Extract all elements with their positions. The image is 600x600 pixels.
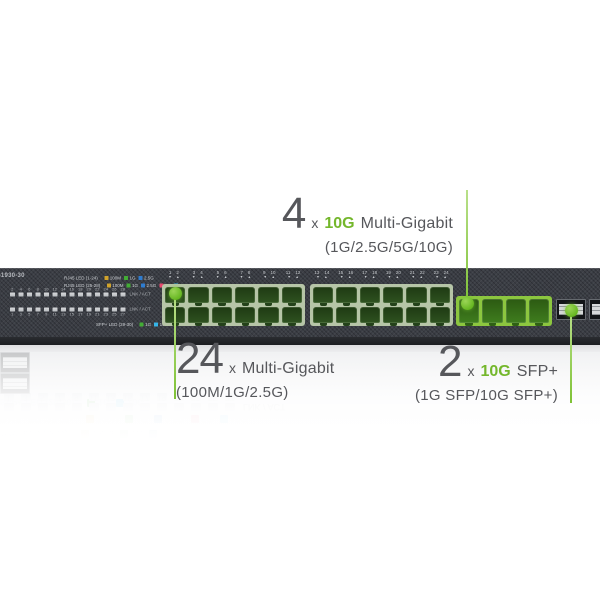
annotation-times: x bbox=[228, 360, 236, 376]
annotation-speeds-detail: (1G/2.5G/5G/10G) bbox=[324, 239, 453, 256]
callout-dot-sfp-29 bbox=[565, 304, 578, 317]
annotation-times: x bbox=[311, 215, 319, 231]
annotation-count: 24 bbox=[176, 334, 224, 383]
sfp-led-legend: SFP+ LED (29-30)1G10G bbox=[96, 322, 168, 327]
annotation-speeds-detail: (1G SFP/10G SFP+) bbox=[414, 387, 558, 404]
rj45-block-1-12 bbox=[162, 284, 305, 326]
annotation-2-sfp-plus: 2 x 10G SFP+ (1G SFP/10G SFP+) bbox=[414, 337, 558, 405]
annotation-label: Multi-Gigabit bbox=[241, 360, 335, 377]
annotation-times: x bbox=[467, 363, 475, 379]
annotation-24-multi-gigabit: 24 x Multi-Gigabit (100M/1G/2.5G) bbox=[176, 334, 335, 402]
10g-multi-gig-block bbox=[456, 296, 552, 326]
annotation-speed: 10G bbox=[324, 215, 355, 232]
reflection-fade-overlay bbox=[0, 345, 600, 460]
model-label: G1930-30 bbox=[0, 272, 25, 279]
lnk-act-label-top: LNK / ACT bbox=[129, 291, 151, 297]
callout-line-multi-gig-ports bbox=[174, 295, 176, 399]
callout-dot-port-1 bbox=[169, 287, 182, 300]
callout-dot-port-25 bbox=[461, 297, 474, 310]
callout-line-10g-ports bbox=[466, 190, 468, 302]
annotation-count: 2 bbox=[438, 337, 463, 386]
lnk-act-label-bottom: LNK / ACT bbox=[129, 306, 151, 312]
switch-bottom-edge bbox=[0, 337, 600, 345]
callout-line-sfp-ports bbox=[570, 311, 572, 403]
annotation-10g-multi-gigabit: 4 x 10G Multi-Gigabit (1G/2.5G/5G/10G) bbox=[281, 189, 453, 257]
annotation-label: Multi-Gigabit bbox=[360, 215, 453, 232]
rj45-ports-1-12 bbox=[165, 287, 302, 326]
annotation-label: SFP+ bbox=[516, 363, 558, 380]
rj45-ports-13-24 bbox=[313, 287, 450, 326]
annotation-count: 4 bbox=[281, 189, 307, 238]
annotation-speeds-detail: (100M/1G/2.5G) bbox=[176, 384, 289, 401]
rj45-block-13-24 bbox=[310, 284, 453, 326]
annotation-speed: 10G bbox=[480, 363, 511, 380]
sfp-cages bbox=[556, 299, 600, 320]
